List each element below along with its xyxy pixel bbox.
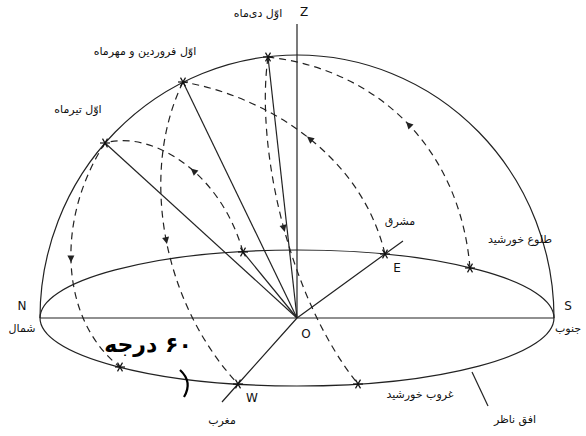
direction-label: مغرب (208, 414, 236, 427)
noon-ray (183, 82, 297, 318)
star-stroke (241, 248, 246, 257)
direction-label: شمال (9, 322, 36, 335)
horizon-label: افق ناظر (494, 413, 536, 426)
leader-line (472, 372, 488, 406)
sun-path (183, 82, 385, 254)
star-marker (238, 248, 248, 257)
noon-ray (268, 57, 297, 318)
event-label: طلوع خورشید (488, 233, 552, 246)
star-marker (233, 380, 243, 389)
arrowhead (280, 224, 287, 232)
star-stroke (236, 380, 241, 389)
arrowhead (191, 168, 199, 175)
star-stroke (468, 264, 473, 273)
star-marker (263, 53, 273, 62)
arrowhead (162, 237, 169, 245)
direction-letter: S (564, 299, 572, 313)
star-stroke (383, 250, 388, 259)
star-stroke (118, 363, 123, 372)
arrowhead (67, 255, 74, 262)
star-stroke (118, 363, 123, 372)
star-marker (353, 380, 363, 389)
star-stroke (181, 78, 186, 87)
star-stroke (356, 380, 361, 389)
center-letter: O (301, 327, 310, 341)
star-stroke (181, 78, 186, 87)
star-stroke (266, 53, 271, 62)
event-label: غروب خورشید (386, 388, 453, 401)
star-marker (100, 139, 110, 148)
angle-label: ۶۰ درجه (104, 332, 192, 358)
star-stroke (241, 248, 246, 257)
star-marker (115, 363, 125, 372)
direction-label: جنوب (555, 322, 581, 335)
star-stroke (103, 139, 108, 148)
west-line (222, 318, 297, 402)
direction-letter: E (393, 261, 401, 275)
star-stroke (383, 250, 388, 259)
star-marker (178, 78, 188, 87)
star-marker (465, 264, 475, 273)
date-label: اوّل تیرماه (54, 103, 101, 116)
angle-arc (180, 370, 188, 397)
star-stroke (236, 380, 241, 389)
direction-label: مشرق (385, 215, 415, 228)
noon-ray (105, 143, 297, 318)
rise-ray (243, 252, 297, 318)
zenith-label: Z (300, 5, 308, 19)
sun-path (265, 57, 358, 384)
date-label: اوّل فروردین و مهرماه (94, 45, 197, 58)
arrowhead (406, 122, 413, 129)
star-stroke (266, 53, 271, 62)
sun-path (105, 141, 243, 252)
arrowhead (307, 137, 315, 144)
star-marker (380, 250, 390, 259)
date-label: اوّل دی‌ماه (234, 7, 282, 20)
east-line (297, 241, 403, 318)
direction-letter: W (246, 391, 258, 405)
star-stroke (468, 264, 473, 273)
direction-letter: N (18, 299, 27, 313)
sun-path (268, 57, 470, 268)
star-stroke (356, 380, 361, 389)
star-stroke (103, 139, 108, 148)
zenith-axis (296, 24, 297, 318)
